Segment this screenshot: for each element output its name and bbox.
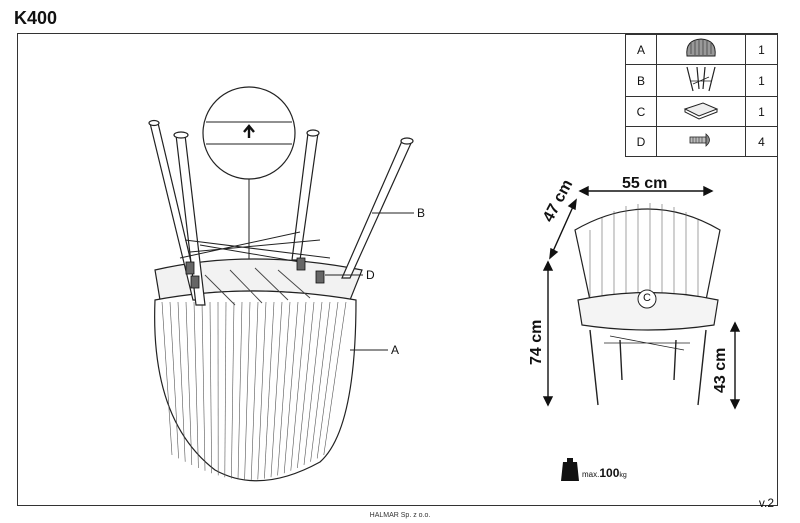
dimension-chair-drawing bbox=[574, 203, 721, 406]
shell-slat bbox=[231, 301, 235, 479]
shell-slat bbox=[244, 301, 251, 480]
shell-slat bbox=[177, 301, 186, 462]
seat-cushion-icon bbox=[656, 96, 746, 127]
part-key: A bbox=[625, 34, 657, 65]
legs-frame-part-b bbox=[148, 119, 414, 306]
shell-slat bbox=[323, 301, 347, 456]
version-label: v.2 bbox=[758, 496, 774, 510]
shell-slat bbox=[161, 301, 173, 456]
weight-icon bbox=[561, 458, 579, 481]
screws-part-d bbox=[185, 257, 325, 289]
part-qty: 1 bbox=[745, 64, 778, 97]
part-row-c: C 1 bbox=[625, 96, 778, 127]
instruction-frame bbox=[17, 33, 778, 506]
chair-shell-part-a bbox=[154, 258, 363, 482]
shell-slat bbox=[270, 301, 283, 478]
width-dimension: 55 cm bbox=[622, 175, 668, 192]
part-row-b: B 1 bbox=[625, 64, 778, 97]
shell-slat bbox=[169, 301, 179, 459]
shell-slat bbox=[264, 301, 275, 479]
shell-slat bbox=[277, 301, 291, 476]
footer-company: HALMAR Sp. z o.o. bbox=[369, 512, 431, 519]
detail-magnifier bbox=[202, 86, 296, 262]
shell-slat bbox=[310, 301, 331, 462]
height-dimension: 74 cm bbox=[528, 319, 545, 365]
shell-slat bbox=[290, 301, 307, 471]
part-qty: 1 bbox=[745, 96, 778, 127]
part-qty: 4 bbox=[745, 126, 778, 157]
seat-height-dimension: 43 cm bbox=[712, 347, 729, 393]
shell-slat bbox=[193, 301, 199, 468]
max-load-label: max.100kg bbox=[582, 466, 627, 480]
dimension-arrows bbox=[542, 185, 741, 410]
chair-shell-icon bbox=[656, 34, 746, 65]
shell-slat bbox=[185, 301, 193, 465]
callout-a-label: A bbox=[391, 343, 400, 357]
shell-slat bbox=[303, 301, 323, 465]
parts-table: A 1 B 1 C 1 D bbox=[625, 34, 778, 157]
model-title: K400 bbox=[14, 8, 58, 28]
shell-slat bbox=[224, 301, 227, 478]
legs-frame-icon bbox=[656, 64, 746, 97]
arrow-up-icon bbox=[243, 124, 255, 138]
part-key: D bbox=[625, 126, 657, 157]
callout-b-label: B bbox=[417, 206, 426, 220]
shell-slat bbox=[201, 301, 206, 471]
part-row-d: D 4 bbox=[625, 126, 778, 157]
shell-slat bbox=[237, 301, 243, 480]
shell-slat bbox=[283, 301, 299, 474]
shell-slat bbox=[250, 301, 259, 480]
shell-slat bbox=[316, 301, 339, 459]
shell-slat bbox=[209, 301, 212, 474]
callout-d-label: D bbox=[366, 268, 375, 282]
cushion-marker-label: C bbox=[643, 292, 651, 304]
shell-slat bbox=[297, 301, 315, 469]
shell-slat bbox=[257, 301, 267, 480]
